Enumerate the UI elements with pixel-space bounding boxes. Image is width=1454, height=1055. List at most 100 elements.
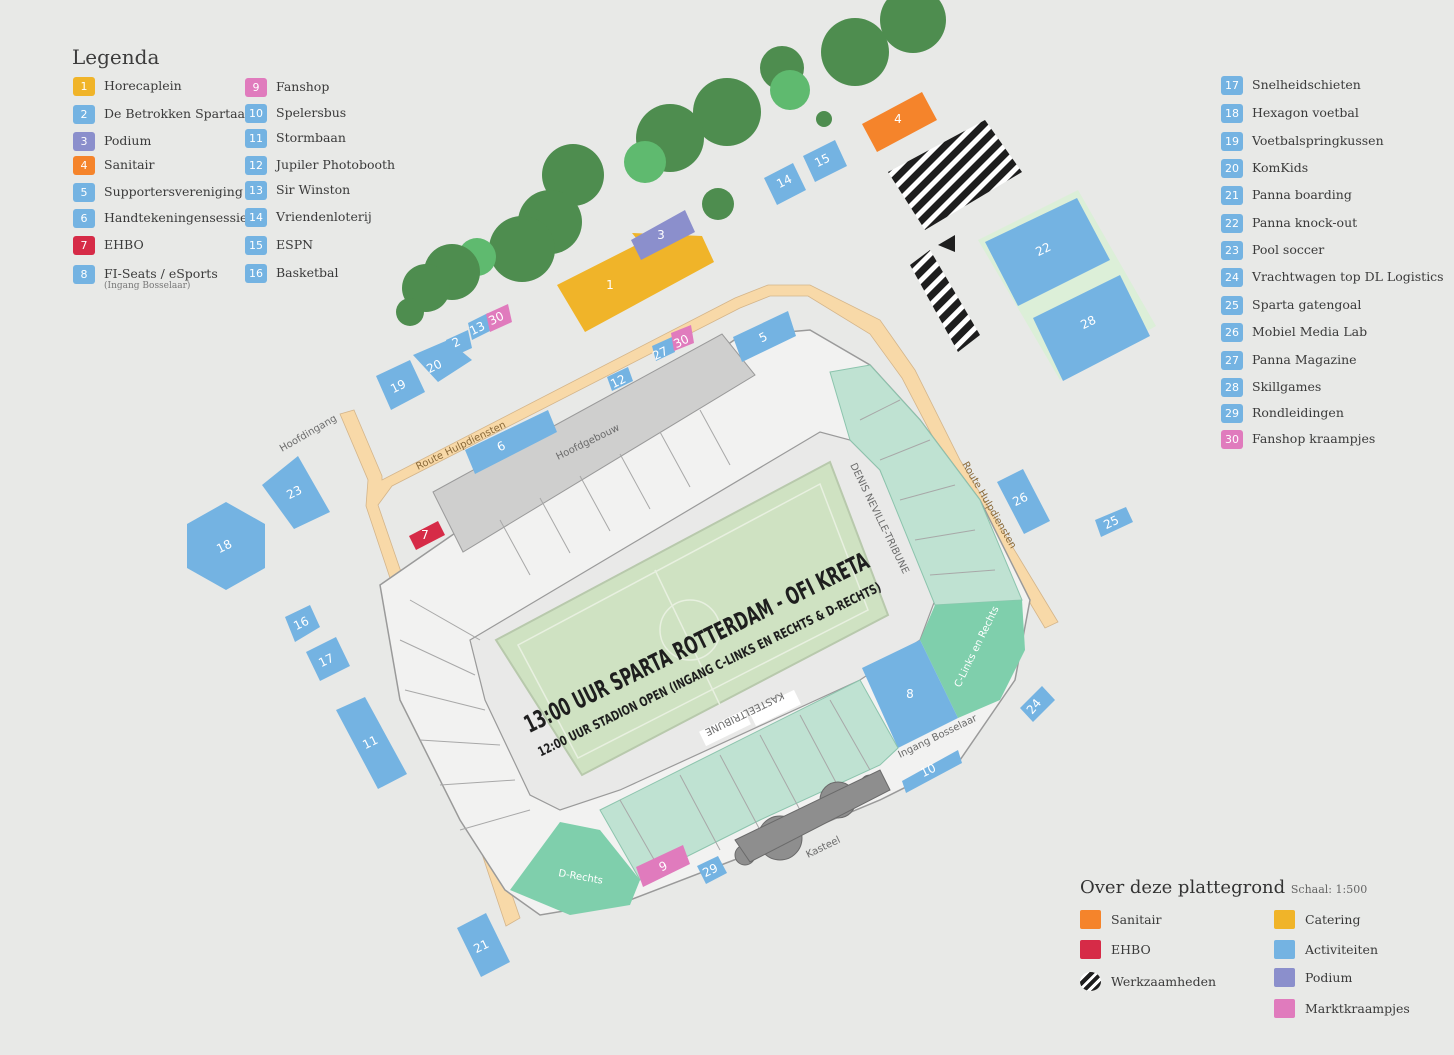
key-label: Activiteiten	[1305, 942, 1378, 957]
svg-text:11: 11	[360, 733, 380, 752]
svg-text:30: 30	[486, 309, 506, 328]
trees	[396, 0, 946, 326]
legend-label: KomKids	[1252, 160, 1309, 175]
legend-badge: 18	[1221, 104, 1243, 123]
svg-text:12: 12	[608, 372, 628, 391]
svg-text:23: 23	[284, 483, 304, 502]
legend-badge: 17	[1221, 76, 1243, 95]
legend-label: Sanitair	[104, 157, 155, 172]
legend-badge: 25	[1221, 296, 1243, 315]
legend-badge: 5	[73, 183, 95, 202]
legend-badge: 4	[73, 156, 95, 175]
svg-text:16: 16	[291, 614, 311, 633]
legend-label: Fanshop kraampjes	[1252, 431, 1376, 446]
svg-text:10: 10	[918, 761, 938, 780]
legend-label: Snelheidschieten	[1252, 77, 1361, 92]
legend-sublabel: (Ingang Bosselaar)	[104, 281, 191, 291]
block-numbers: 1 3 4 7 14 15 22 28 5 27 30 12 6 19 20 2…	[214, 112, 1121, 956]
legend-label: Sir Winston	[276, 182, 351, 197]
legend-label: Stormbaan	[276, 130, 346, 145]
svg-text:1: 1	[606, 278, 614, 292]
key-label: Sanitair	[1111, 912, 1162, 927]
svg-text:21: 21	[471, 937, 491, 956]
svg-text:8: 8	[906, 687, 914, 701]
svg-text:13: 13	[467, 319, 487, 338]
legend-badge: 23	[1221, 241, 1243, 260]
market-blocks	[486, 304, 694, 887]
legend-label: Panna Magazine	[1252, 352, 1357, 367]
facility-blocks	[409, 92, 937, 550]
stadium	[379, 329, 1031, 916]
svg-text:29: 29	[700, 861, 720, 880]
svg-text:28: 28	[1078, 313, 1098, 332]
key-label: EHBO	[1111, 942, 1151, 957]
legend-label: Panna knock-out	[1252, 215, 1358, 230]
legend-label: EHBO	[104, 237, 144, 252]
legend-label: Basketbal	[276, 265, 339, 280]
scale-text: Schaal: 1:500	[1290, 883, 1368, 896]
legend-badge: 2	[73, 105, 95, 124]
svg-text:26: 26	[1010, 490, 1030, 509]
key-swatch	[1274, 999, 1295, 1018]
about-panel: Over deze plattegrond Schaal: 1:500 Sani…	[1080, 877, 1440, 1018]
key-swatch	[1080, 940, 1101, 959]
svg-text:4: 4	[894, 112, 902, 126]
svg-text:7: 7	[421, 528, 429, 542]
legend-label: FI-Seats / eSports	[104, 266, 218, 281]
key-swatch	[1274, 968, 1295, 987]
legend-title: Legenda	[72, 45, 160, 69]
legend-badge: 13	[245, 181, 267, 200]
legend-label: Vrachtwagen top DL Logistics	[1252, 269, 1444, 284]
legend-label: Pool soccer	[1252, 242, 1325, 257]
legend-badge: 1	[73, 77, 95, 96]
svg-text:18: 18	[214, 537, 234, 556]
legend-label: Mobiel Media Lab	[1252, 324, 1368, 339]
svg-text:20: 20	[424, 357, 444, 376]
svg-text:30: 30	[671, 332, 691, 351]
legend-label: ESPN	[276, 237, 314, 252]
route-hulpdiensten	[339, 284, 1059, 927]
legend-label: Fanshop	[276, 79, 330, 94]
legend-label: Voetbalspringkussen	[1252, 133, 1384, 148]
svg-text:3: 3	[657, 228, 665, 242]
werkzaamheden-zones	[888, 120, 1022, 352]
legend-badge: 29	[1221, 404, 1243, 423]
svg-text:15: 15	[812, 151, 832, 170]
legend-badge: 27	[1221, 351, 1243, 370]
legend-badge: 26	[1221, 323, 1243, 342]
legend-badge: 30	[1221, 430, 1243, 449]
legend-label: Supportersvereniging	[104, 184, 243, 199]
legend-badge: 28	[1221, 378, 1243, 397]
legend-label: Panna boarding	[1252, 187, 1352, 202]
legend-badge: 21	[1221, 186, 1243, 205]
legend-label: Handtekeningensessie	[104, 210, 248, 225]
legend-badge: 9	[245, 78, 267, 97]
legend-badge: 10	[245, 104, 267, 123]
key-swatch	[1274, 940, 1295, 959]
legend-label: Hexagon voetbal	[1252, 105, 1359, 120]
legend-badge: 14	[245, 208, 267, 227]
legend-badge: 8	[73, 265, 95, 284]
legend-label: Podium	[104, 133, 152, 148]
key-swatch	[1080, 910, 1101, 929]
legend-badge: 15	[245, 236, 267, 255]
legend-label: Sparta gatengoal	[1252, 297, 1362, 312]
legend-badge: 20	[1221, 159, 1243, 178]
about-title-text: Over deze plattegrond	[1080, 877, 1286, 898]
legend-label: Skillgames	[1252, 379, 1322, 394]
legend-label: Vriendenloterij	[276, 209, 372, 224]
legend-label: Rondleidingen	[1252, 405, 1344, 420]
key-swatch	[1274, 910, 1295, 929]
legend-badge: 16	[245, 264, 267, 283]
legend-badge: 24	[1221, 268, 1243, 287]
legend-badge: 11	[245, 129, 267, 148]
svg-text:22: 22	[1033, 240, 1053, 259]
key-swatch	[1080, 972, 1101, 991]
legend-label: Horecaplein	[104, 78, 182, 93]
legend-badge: 6	[73, 209, 95, 228]
legend-label: De Betrokken Spartaan	[104, 106, 254, 121]
label-hoofdingang: Hoofdingang	[278, 413, 339, 454]
legend-label: Spelersbus	[276, 105, 347, 120]
activity-blocks	[187, 140, 1150, 977]
